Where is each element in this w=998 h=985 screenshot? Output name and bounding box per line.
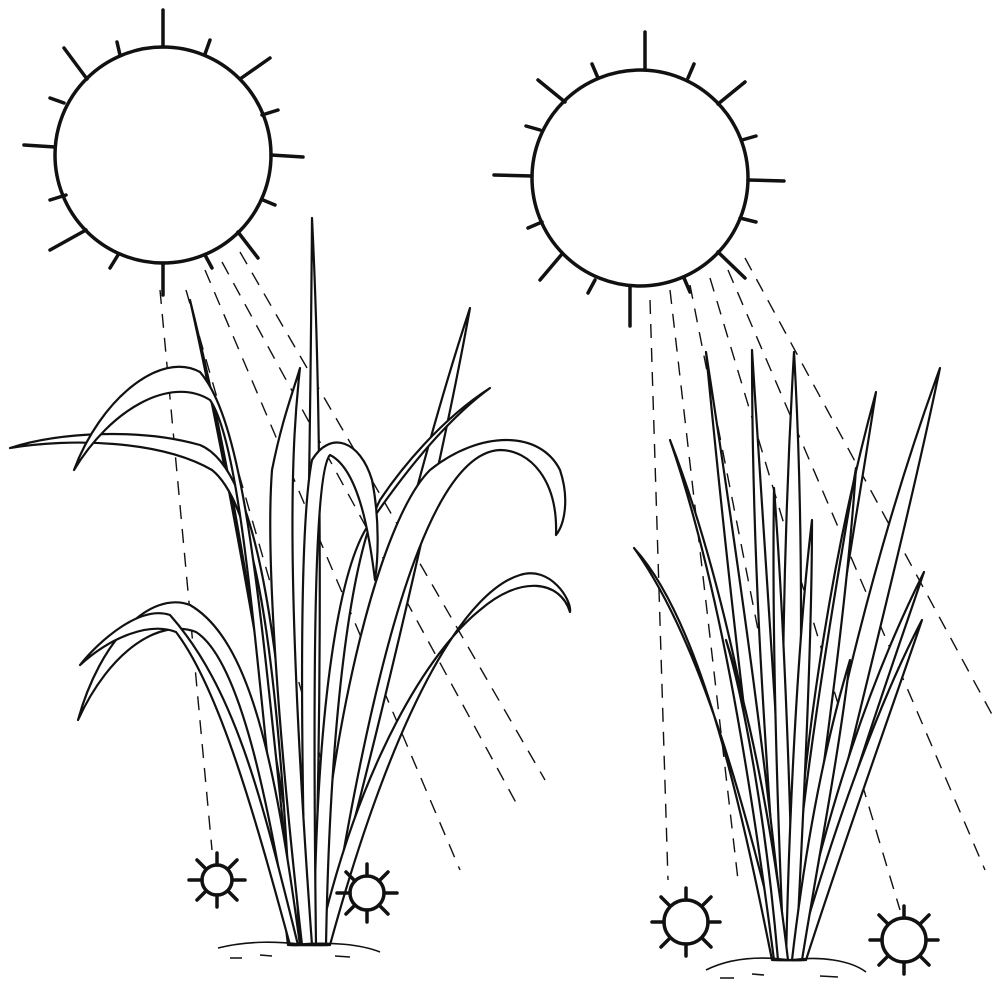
left-ground-sun-icon-2 [337, 864, 397, 922]
right-plant-erect-leaves [634, 350, 940, 960]
right-ground-sun-icon-1 [652, 888, 720, 956]
right-sun-icon [494, 32, 784, 326]
light-beam [690, 285, 760, 640]
left-sun-icon [24, 10, 303, 295]
right-ground-sun-icon-2 [870, 906, 938, 974]
right-soil [706, 958, 866, 978]
left-soil [218, 942, 380, 958]
left-plant-drooping-leaves [10, 218, 570, 945]
right-panel [494, 32, 995, 978]
leaf [10, 434, 300, 945]
light-beam [670, 290, 738, 880]
left-panel [10, 10, 570, 958]
left-ground-sun-icon-1 [189, 853, 245, 907]
